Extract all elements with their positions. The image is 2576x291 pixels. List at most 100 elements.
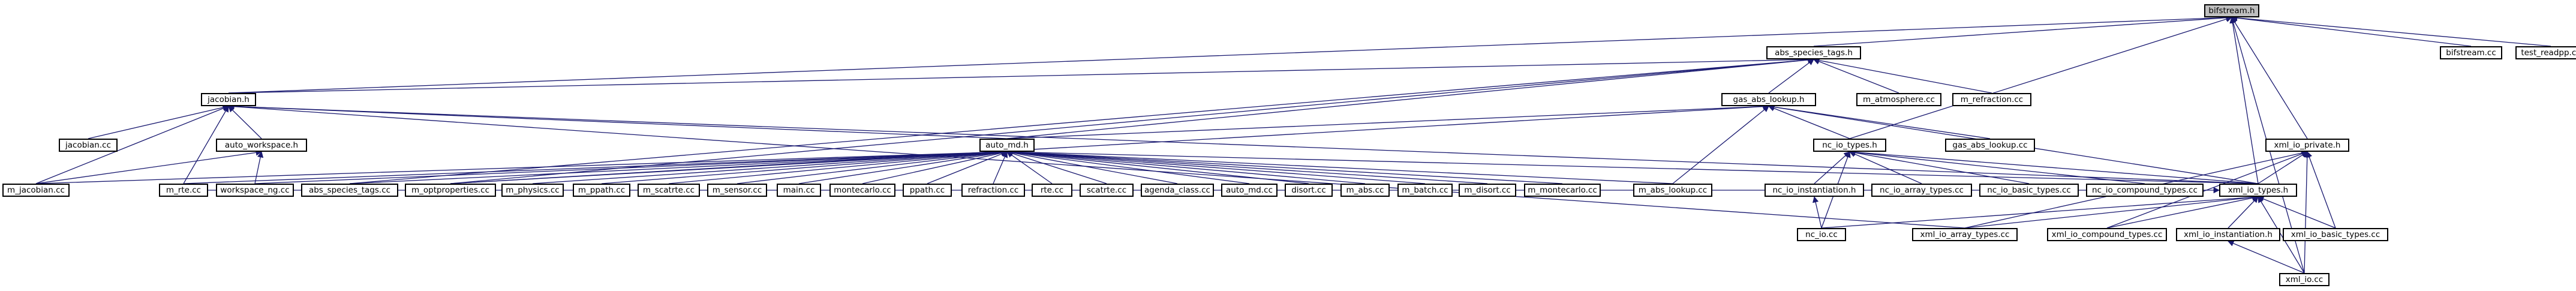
edge-m-physics-cc-to-auto-md-h: [532, 149, 1008, 184]
dependency-edges: [35, 14, 2551, 274]
node-bifstream-h[interactable]: bifstream.h: [2204, 4, 2259, 17]
node-abs-species-tags-cc[interactable]: abs_species_tags.cc: [301, 184, 398, 197]
edge-xml-io-array-types-cc-to-jacobian-h: [227, 103, 1965, 229]
node-nc-io-types-h[interactable]: nc_io_types.h: [1813, 139, 1886, 152]
edge-m-sensor-cc-to-auto-md-h: [737, 149, 1008, 184]
node-xml-io-types-h[interactable]: xml_io_types.h: [2219, 184, 2297, 197]
node-m-batch-cc[interactable]: m_batch.cc: [1397, 184, 1453, 197]
edge-abs-species-tags-h-to-bifstream-h: [1813, 14, 2233, 47]
node-m-physics-cc[interactable]: m_physics.cc: [501, 184, 564, 197]
node-nc-io-basic-types-cc[interactable]: nc_io_basic_types.cc: [1979, 184, 2079, 197]
edge-nc-io-compound-types-cc-to-nc-io-types-h: [1848, 149, 2145, 184]
edge-bifstream-cc-to-bifstream-h: [2231, 14, 2472, 47]
edge-auto-md-h-to-gas-abs-lookup-h: [1006, 103, 1770, 139]
edge-workspace-ng-cc-to-auto-workspace-h: [254, 151, 264, 184]
node-test-readpp-cc[interactable]: test_readpp.cc: [2515, 46, 2576, 59]
edge-abs-species-tags-cc-to-abs-species-tags-h: [349, 56, 1815, 184]
edge-xml-io-types-h-to-nc-io-types-h: [1848, 149, 2259, 184]
edge-jacobian-h-to-bifstream-h: [228, 14, 2233, 94]
edge-m-disort-cc-to-auto-md-h: [1006, 149, 1488, 184]
node-bifstream-cc[interactable]: bifstream.cc: [2440, 46, 2502, 59]
node-abs-species-tags-h[interactable]: abs_species_tags.h: [1766, 46, 1861, 59]
node-xml-io-instantiation-h[interactable]: xml_io_instantiation.h: [2176, 228, 2280, 241]
node-rte-cc[interactable]: rte.cc: [1032, 184, 1072, 197]
edge-jacobian-cc-to-jacobian-h: [88, 104, 230, 139]
edge-montecarlo-cc-to-auto-md-h: [862, 149, 1008, 184]
edge-m-abs-lookup-cc-to-gas-abs-lookup-h: [1672, 106, 1769, 184]
node-montecarlo-cc[interactable]: montecarlo.cc: [829, 184, 895, 197]
edge-test-readpp-cc-to-bifstream-h: [2231, 14, 2551, 47]
edge-xml-io-array-types-cc-to-xml-io-types-h: [1964, 194, 2259, 229]
edge-scatrte-cc-to-auto-md-h: [1006, 150, 1107, 184]
edge-workspace-ng-cc-to-auto-md-h: [254, 149, 1008, 184]
edge-ppath-cc-to-auto-md-h: [927, 151, 1008, 184]
node-disort-cc[interactable]: disort.cc: [1285, 184, 1333, 197]
edge-rte-cc-to-auto-md-h: [1006, 151, 1053, 184]
edge-gas-abs-lookup-h-to-abs-species-tags-h: [1768, 59, 1814, 94]
node-xml-io-array-types-cc[interactable]: xml_io_array_types.cc: [1912, 228, 2018, 241]
node-auto-workspace-h[interactable]: auto_workspace.h: [216, 139, 307, 152]
edge-abs-species-tags-cc-to-auto-md-h: [349, 149, 1008, 184]
node-xml-io-cc[interactable]: xml_io.cc: [2279, 273, 2329, 286]
node-m-refraction-cc[interactable]: m_refraction.cc: [1952, 93, 2031, 106]
node-ppath-cc[interactable]: ppath.cc: [903, 184, 952, 197]
edge-nc-io-cc-to-xml-io-types-h: [1821, 194, 2259, 229]
node-nc-io-compound-types-cc[interactable]: nc_io_compound_types.cc: [2086, 184, 2204, 197]
edge-m-scatrte-cc-to-auto-md-h: [668, 149, 1008, 184]
node-gas-abs-lookup-cc[interactable]: gas_abs_lookup.cc: [1945, 139, 2035, 152]
edge-nc-io-array-types-cc-to-nc-io-types-h: [1849, 151, 1922, 184]
edge-m-batch-cc-to-auto-md-h: [1006, 149, 1426, 184]
edge-nc-io-cc-to-nc-io-instantiation-h: [1812, 196, 1822, 229]
node-m-ppath-cc[interactable]: m_ppath.cc: [573, 184, 630, 197]
node-xml-io-private-h[interactable]: xml_io_private.h: [2265, 139, 2349, 152]
node-nc-io-cc[interactable]: nc_io.cc: [1797, 228, 1846, 241]
node-jacobian-h[interactable]: jacobian.h: [201, 93, 256, 106]
node-refraction-cc[interactable]: refraction.cc: [961, 184, 1025, 197]
node-xml-io-compound-types-cc[interactable]: xml_io_compound_types.cc: [2047, 228, 2167, 241]
edge-xml-io-types-h-to-auto-md-h: [1006, 149, 2259, 184]
node-m-montecarlo-cc[interactable]: m_montecarlo.cc: [1524, 184, 1601, 197]
edge-nc-io-instantiation-h-to-nc-io-types-h: [1814, 151, 1850, 184]
node-m-atmosphere-cc[interactable]: m_atmosphere.cc: [1856, 93, 1941, 106]
edge-m-jacobian-cc-to-auto-workspace-h: [35, 149, 263, 184]
edge-auto-md-h-to-jacobian-h: [227, 103, 1008, 139]
node-xml-io-basic-types-cc[interactable]: xml_io_basic_types.cc: [2283, 228, 2388, 241]
node-workspace-ng-cc[interactable]: workspace_ng.cc: [216, 184, 294, 197]
edge-xml-io-basic-types-cc-to-xml-io-private-h: [2306, 151, 2336, 229]
edge-xml-io-compound-types-cc-to-xml-io-types-h: [2106, 194, 2259, 229]
node-auto-md-h[interactable]: auto_md.h: [979, 139, 1035, 152]
edge-m-atmosphere-cc-to-abs-species-tags-h: [1813, 58, 1899, 94]
edge-xml-io-types-h-to-jacobian-h: [227, 103, 2259, 184]
edge-m-abs-lookup-cc-to-auto-md-h: [1006, 149, 1673, 184]
node-m-scatrte-cc[interactable]: m_scatrte.cc: [638, 184, 700, 197]
node-auto-md-cc[interactable]: auto_md.cc: [1221, 184, 1278, 197]
node-m-disort-cc[interactable]: m_disort.cc: [1459, 184, 1516, 197]
node-m-optproperties-cc[interactable]: m_optproperties.cc: [405, 184, 496, 197]
edge-m-montecarlo-cc-to-auto-md-h: [1006, 149, 1563, 184]
node-agenda-class-cc[interactable]: agenda_class.cc: [1141, 184, 1214, 197]
edge-xml-io-cc-to-xml-io-private-h: [2304, 151, 2310, 274]
node-jacobian-cc[interactable]: jacobian.cc: [59, 139, 118, 152]
edge-disort-cc-to-auto-md-h: [1006, 149, 1309, 184]
node-main-cc[interactable]: main.cc: [777, 184, 821, 197]
edge-nc-io-basic-types-cc-to-nc-io-types-h: [1848, 149, 2030, 184]
node-nc-io-array-types-cc[interactable]: nc_io_array_types.cc: [1871, 184, 1972, 197]
edge-xml-io-types-h-to-bifstream-h: [2229, 16, 2259, 184]
node-scatrte-cc[interactable]: scatrte.cc: [1080, 184, 1134, 197]
node-m-rte-cc[interactable]: m_rte.cc: [159, 184, 208, 197]
node-m-jacobian-cc[interactable]: m_jacobian.cc: [2, 184, 70, 197]
node-gas-abs-lookup-h[interactable]: gas_abs_lookup.h: [1721, 93, 1816, 106]
edge-auto-workspace-h-to-jacobian-h: [228, 106, 262, 139]
node-m-abs-cc[interactable]: m_abs.cc: [1340, 184, 1390, 197]
edge-xml-io-private-h-to-bifstream-h: [2231, 17, 2308, 139]
edge-auto-md-h-to-abs-species-tags-h: [1006, 56, 1815, 139]
edge-m-abs-cc-to-auto-md-h: [1006, 149, 1366, 184]
node-m-sensor-cc[interactable]: m_sensor.cc: [707, 184, 767, 197]
node-m-abs-lookup-cc[interactable]: m_abs_lookup.cc: [1633, 184, 1712, 197]
edge-m-jacobian-cc-to-auto-md-h: [35, 149, 1008, 184]
edge-xml-io-basic-types-cc-to-xml-io-types-h: [2258, 196, 2336, 229]
node-nc-io-instantiation-h[interactable]: nc_io_instantiation.h: [1765, 184, 1864, 197]
edge-xml-io-types-h-to-xml-io-private-h: [2258, 151, 2308, 184]
edge-m-refraction-cc-to-abs-species-tags-h: [1812, 57, 1992, 94]
